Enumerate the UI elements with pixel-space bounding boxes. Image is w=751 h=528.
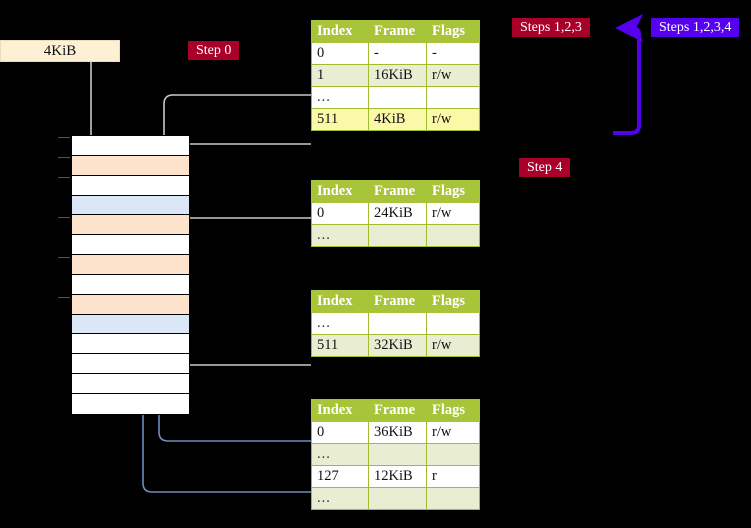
memory-row (72, 215, 189, 236)
memory-row (72, 255, 189, 275)
table-cell-flags: - (426, 42, 480, 65)
badge-step-4: Step 4 (519, 158, 571, 177)
column-header-flags: Flags (426, 20, 480, 43)
table-cell-index: 127 (311, 465, 369, 488)
table-cell-index: 1 (311, 64, 369, 87)
table-cell-index: 511 (311, 108, 369, 131)
table-cell-frame: 4KiB (368, 108, 427, 131)
memory-tick (58, 137, 70, 138)
memory-tick (58, 177, 70, 178)
table-cell-frame (368, 86, 427, 109)
table-cell-frame: 32KiB (368, 334, 427, 357)
column-header-index: Index (311, 20, 369, 43)
table-row[interactable]: ... (311, 312, 480, 335)
badge-step-0: Step 0 (188, 41, 240, 60)
table-cell-frame (368, 312, 427, 335)
wire-steps-loop (613, 14, 643, 135)
table-cell-frame: 12KiB (368, 465, 427, 488)
table-cell-frame: 24KiB (368, 202, 427, 225)
table-cell-frame: 16KiB (368, 64, 427, 87)
column-header-index: Index (311, 180, 369, 203)
column-header-frame: Frame (368, 290, 427, 313)
table-cell-flags (426, 487, 480, 510)
table-cell-flags: r/w (426, 202, 480, 225)
table-row[interactable]: ... (311, 487, 480, 510)
badge-steps-1-2-3-4: Steps 1,2,3,4 (651, 18, 740, 37)
table-cell-frame (368, 224, 427, 247)
memory-row (72, 334, 189, 355)
memory-row (72, 195, 189, 216)
table-cell-index: 0 (311, 42, 369, 65)
memory-tick (58, 297, 70, 298)
memory-row (72, 274, 189, 295)
column-header-frame: Frame (368, 20, 427, 43)
table-cell-flags: r/w (426, 421, 480, 444)
memory-row (72, 155, 189, 176)
column-header-flags: Flags (426, 180, 480, 203)
memory-row (72, 175, 189, 196)
memory-row (72, 314, 189, 335)
memory-tick (58, 157, 70, 158)
table-row[interactable]: 0-- (311, 42, 480, 65)
memory-tick (58, 257, 70, 258)
physical-memory-column (71, 135, 190, 415)
table-cell-frame: 36KiB (368, 421, 427, 444)
table-cell-flags: r/w (426, 108, 480, 131)
size-label: 4KiB (0, 40, 120, 62)
table-cell-index: 0 (311, 421, 369, 444)
badge-steps-1-2-3: Steps 1,2,3 (512, 18, 590, 37)
table-cell-index: 0 (311, 202, 369, 225)
memory-row (72, 354, 189, 375)
column-header-flags: Flags (426, 290, 480, 313)
table-cell-flags (426, 224, 480, 247)
table-cell-index: ... (311, 487, 369, 510)
table-cell-flags (426, 312, 480, 335)
table-row[interactable]: ... (311, 443, 480, 466)
table-cell-frame (368, 443, 427, 466)
table-cell-index: 511 (311, 334, 369, 357)
column-header-flags: Flags (426, 399, 480, 422)
table-cell-flags: r/w (426, 64, 480, 87)
table-cell-index: ... (311, 86, 369, 109)
table-cell-index: ... (311, 224, 369, 247)
memory-row (72, 374, 189, 394)
column-header-index: Index (311, 290, 369, 313)
table-cell-frame: - (368, 42, 427, 65)
memory-row (72, 235, 189, 256)
table-row[interactable]: ... (311, 86, 480, 109)
memory-row (72, 136, 189, 156)
table-cell-index: ... (311, 443, 369, 466)
table-cell-flags (426, 443, 480, 466)
memory-tick (58, 217, 70, 218)
memory-row (72, 294, 189, 315)
memory-row (72, 393, 189, 414)
size-label-text: 4KiB (43, 42, 77, 59)
wire-t2-row511-to-memory (173, 309, 311, 366)
wire-t0-row511-to-memory (170, 143, 311, 169)
column-header-index: Index (311, 399, 369, 422)
table-cell-flags: r/w (426, 334, 480, 357)
column-header-frame: Frame (368, 399, 427, 422)
table-cell-flags (426, 86, 480, 109)
table-cell-flags: r (426, 465, 480, 488)
table-cell-frame (368, 487, 427, 510)
table-cell-index: ... (311, 312, 369, 335)
column-header-frame: Frame (368, 180, 427, 203)
table-row[interactable]: ... (311, 224, 480, 247)
wire-size-to-memory (79, 50, 97, 154)
